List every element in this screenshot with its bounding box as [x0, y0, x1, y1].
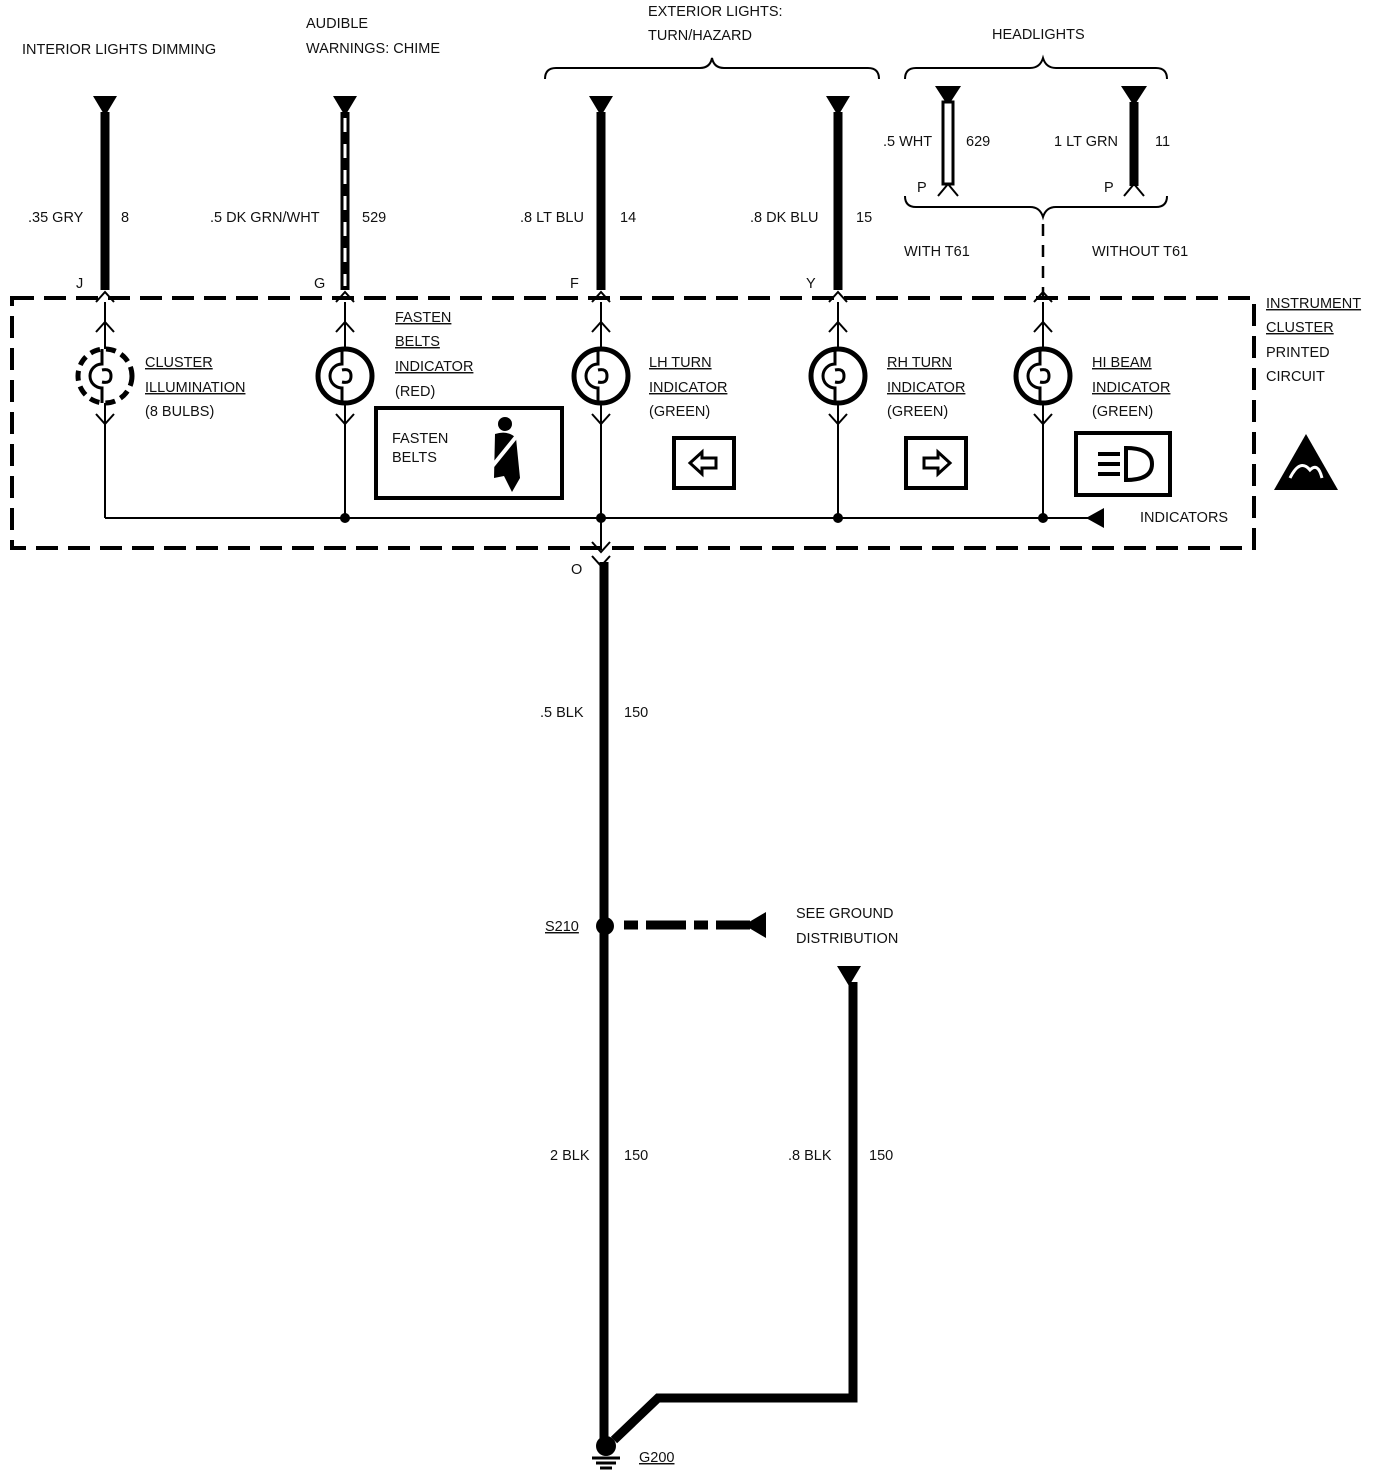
bulb-cluster-illumination	[75, 346, 135, 406]
wire-dkblu-circuit: 15	[856, 210, 872, 226]
wire-wht-label: .5 WHT	[883, 134, 932, 150]
wire-wht-circuit: 629	[966, 134, 990, 150]
fasten-belts-ind-line4: (RED)	[395, 384, 435, 400]
exterior-header-line1: EXTERIOR LIGHTS:	[648, 4, 783, 20]
without-t61-label: WITHOUT T61	[1092, 244, 1188, 260]
lh-turn-line2: INDICATOR	[649, 380, 727, 396]
wht-p-connector	[937, 182, 959, 197]
arrow-head-ltgrn	[1121, 86, 1147, 106]
wire-blk1-label: .5 BLK	[540, 705, 584, 721]
wire-ltblu-circuit: 14	[620, 210, 636, 226]
seatbelt-person-icon	[484, 417, 522, 492]
cluster-title-line4: CIRCUIT	[1266, 369, 1325, 385]
fasten-belts-ind-line3: INDICATOR	[395, 359, 473, 375]
pin-y: Y	[806, 276, 816, 292]
wire-blk1-circuit: 150	[624, 705, 648, 721]
ground-g200-icon	[592, 1436, 620, 1470]
bulb-rh-turn	[811, 349, 865, 403]
wire-ltgrn-circuit: 11	[1155, 134, 1170, 150]
hi-beam-line3: (GREEN)	[1092, 404, 1153, 420]
indicators-label: INDICATORS	[1140, 510, 1228, 526]
arrow-head-wht	[935, 86, 961, 106]
wire-ltblu-label: .8 LT BLU	[520, 210, 584, 226]
cluster-illum-line3: (8 BULBS)	[145, 404, 214, 420]
cluster-illum-line2: ILLUMINATION	[145, 380, 245, 396]
cluster-illum-line1: CLUSTER	[145, 355, 213, 371]
wire-gry-circuit: 8	[121, 210, 129, 226]
bulb-hi-beam	[1016, 349, 1070, 403]
arrow-head-j	[93, 96, 117, 116]
headlights-bottom-brace	[904, 195, 1168, 221]
exterior-header-line2: TURN/HAZARD	[648, 28, 752, 44]
headlamp-icon	[1098, 445, 1155, 483]
instrument-cluster-boundary	[10, 296, 1256, 550]
fasten-belts-ind-line2: BELTS	[395, 334, 440, 350]
rh-turn-line3: (GREEN)	[887, 404, 948, 420]
pin-f: F	[570, 276, 579, 292]
wire-dkgrn-label: .5 DK GRN/WHT	[210, 210, 320, 226]
hi-beam-line2: INDICATOR	[1092, 380, 1170, 396]
audible-header-line2: WARNINGS: CHIME	[306, 41, 440, 57]
lh-turn-line3: (GREEN)	[649, 404, 710, 420]
wire-dkgrn-circuit: 529	[362, 210, 386, 226]
esd-warning-icon	[1274, 434, 1338, 490]
headlights-header: HEADLIGHTS	[992, 27, 1085, 43]
wire-blk3-label: .8 BLK	[788, 1148, 832, 1164]
fasten-belts-ind-line1: FASTEN	[395, 310, 451, 326]
wire-blk3	[610, 982, 858, 1444]
pin-p-ltgrn: P	[1104, 180, 1114, 196]
arrow-head-y	[826, 96, 850, 116]
indicators-arrow	[1086, 508, 1104, 528]
pin-o: O	[571, 562, 582, 578]
fasten-belts-symbol-box: FASTEN BELTS	[374, 406, 564, 500]
bulb-fasten-belts	[318, 349, 372, 403]
see-ground-line2: DISTRIBUTION	[796, 931, 898, 947]
fasten-box-line1: FASTEN	[392, 431, 448, 447]
wire-blk2-label: 2 BLK	[550, 1148, 590, 1164]
pin-j: J	[76, 276, 83, 292]
fasten-box-line2: BELTS	[392, 450, 437, 466]
arrow-head-f	[589, 96, 613, 116]
with-t61-label: WITH T61	[904, 244, 970, 260]
bus-junction-dots	[340, 513, 1048, 523]
audible-header-line1: AUDIBLE	[306, 16, 368, 32]
splice-s210	[596, 917, 614, 935]
ground-distribution-arrow	[744, 912, 766, 938]
ltgrn-p-connector	[1123, 182, 1145, 197]
bulb-lh-turn	[574, 349, 628, 403]
splice-s210-label: S210	[545, 919, 579, 935]
cluster-title-line2: CLUSTER	[1266, 320, 1334, 336]
see-ground-line1: SEE GROUND	[796, 906, 894, 922]
rh-turn-line1: RH TURN	[887, 355, 952, 371]
hi-beam-symbol-box	[1074, 431, 1172, 497]
cluster-title-line1: INSTRUMENT	[1266, 296, 1361, 312]
arrow-head-blk3	[837, 966, 861, 986]
wire-wht	[941, 100, 955, 186]
pin-p-wht: P	[917, 180, 927, 196]
wire-blk3-circuit: 150	[869, 1148, 893, 1164]
pin-g: G	[314, 276, 325, 292]
wire-dkblu-label: .8 DK BLU	[750, 210, 819, 226]
wire-ltgrn-label: 1 LT GRN	[1054, 134, 1118, 150]
wire-blk2-circuit: 150	[624, 1148, 648, 1164]
cluster-title-line3: PRINTED	[1266, 345, 1330, 361]
interior-dimming-header: INTERIOR LIGHTS DIMMING	[22, 42, 216, 58]
rh-turn-line2: INDICATOR	[887, 380, 965, 396]
lh-turn-arrow-box	[672, 436, 736, 490]
ground-g200-label: G200	[639, 1450, 674, 1466]
cluster-internal-wiring	[95, 302, 1100, 550]
headlights-top-brace	[904, 54, 1168, 80]
exterior-brace	[544, 57, 880, 80]
wire-gry-label: .35 GRY	[28, 210, 84, 226]
cluster-connector-chevrons	[95, 290, 1053, 303]
lh-turn-line1: LH TURN	[649, 355, 712, 371]
arrow-head-g	[333, 96, 357, 116]
hi-beam-line1: HI BEAM	[1092, 355, 1152, 371]
rh-turn-arrow-box	[904, 436, 968, 490]
